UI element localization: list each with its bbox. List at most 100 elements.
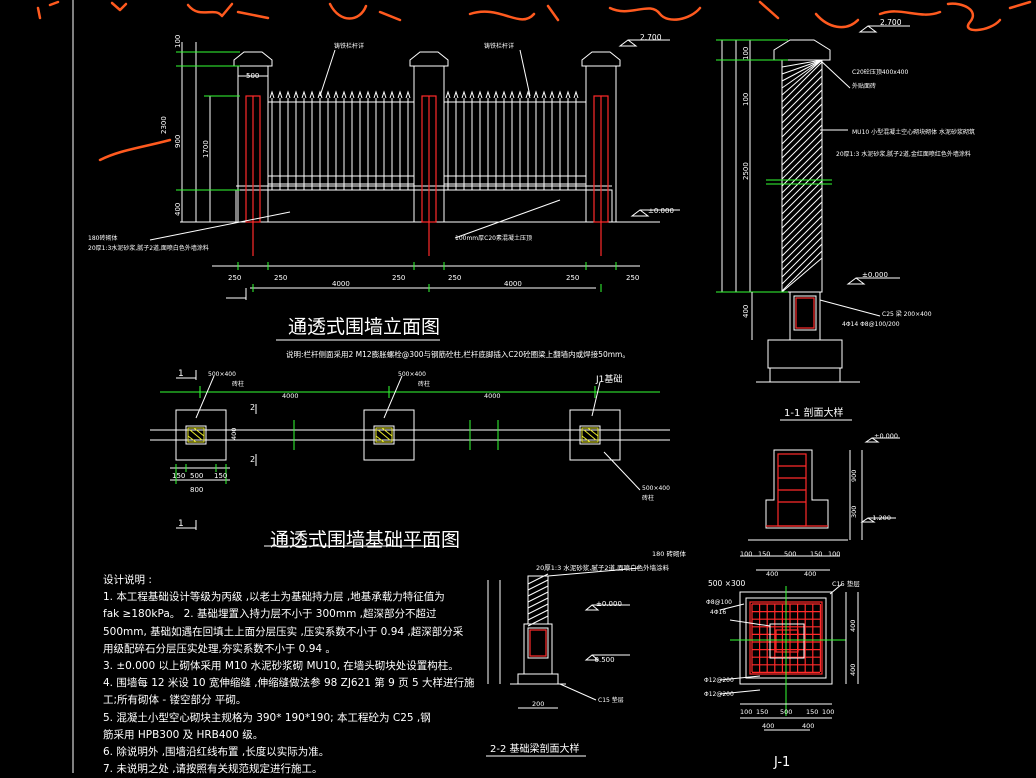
railing-label-a: 铸铁栏杆详 — [334, 42, 364, 50]
pier-hatch — [781, 59, 823, 293]
hatch-line — [781, 145, 823, 187]
footing-section — [740, 437, 900, 571]
hatch-line — [781, 180, 823, 222]
foundation-plan-title: 通透式围墙基础平面图 — [270, 529, 460, 551]
note-line: 5. 混凝土小型空心砌块主规格为 390* 190*190; 本工程砼为 C25… — [103, 711, 431, 724]
railing-spike — [453, 90, 459, 99]
railing-spike — [317, 90, 323, 99]
hatch-line — [781, 103, 823, 145]
dim-400: 400 — [174, 203, 182, 216]
railing-spike — [549, 90, 555, 99]
hatch-line — [527, 573, 549, 585]
j1-title: J-1 — [773, 755, 790, 770]
dim-250-f: 250 — [626, 274, 639, 282]
hatch-line — [781, 215, 823, 257]
section-1-1-text: 2.700 C20砼压顶400x400 外贴面砖 MU10 小型混凝土空心砌块砌… — [742, 18, 975, 419]
hatch-line — [781, 89, 823, 131]
note-line: 500mm, 基础如遇在回填土上面分层压实 ,压实系数不小于 0.94 ,超深部… — [103, 625, 464, 638]
j1-dim-400b: 400 — [802, 722, 814, 730]
fs-dim-400b: 400 — [804, 570, 816, 578]
j1-dim-400d: 400 — [849, 664, 857, 676]
j1-rebar3: Φ12@200 — [704, 677, 734, 684]
pier-note: 外贴面砖 — [852, 82, 876, 90]
pier-right — [581, 51, 621, 256]
foundation-plan — [150, 370, 670, 547]
plan-dim-4000-b: 4000 — [484, 392, 501, 400]
mark-1-top: 1 — [178, 369, 184, 379]
elevation-text: 通透式围墙立面图 说明:栏杆侧面采用2 M12膨胀螺栓@300与钢筋砼柱,栏杆底… — [88, 33, 674, 359]
note-line: 筋采用 HPB300 及 HRB400 级。 — [103, 728, 264, 741]
hatch-line — [527, 585, 549, 597]
hatch-line — [781, 243, 823, 285]
hatch-line — [527, 603, 549, 615]
plan-dim-500: 500 — [190, 472, 203, 480]
railing-right — [445, 90, 579, 190]
s22-plaster: 20厚1:3 水泥砂浆,腻子2道,面喷白色外墙涂料 — [536, 563, 670, 572]
j1-dim-400a: 400 — [762, 722, 774, 730]
hatch-line — [527, 609, 549, 621]
railing-spike — [405, 90, 411, 99]
mu10-label: MU10 小型混凝土空心砌块砌体 水泥砂浆砌筑 — [852, 128, 975, 136]
fs-dim-900: 900 — [850, 470, 858, 482]
fs-dim-100a: 100 — [740, 550, 752, 558]
railing-spike — [477, 90, 483, 99]
hatch-line — [781, 187, 823, 229]
level-zero: ±0.000 — [648, 207, 674, 215]
fs-dim-150b: 150 — [810, 550, 822, 558]
fs-level-zero: ±0.000 — [874, 432, 898, 440]
plan-dim-150a: 150 — [172, 472, 185, 480]
fs-dim-300: 300 — [850, 506, 858, 518]
dim-250-a: 250 — [228, 274, 241, 282]
railing-spike — [565, 90, 571, 99]
section-2-2-text: 180 砖砌体 20厚1:3 水泥砂浆,腻子2道,面喷白色外墙涂料 ±0.000… — [490, 549, 686, 755]
railing-spike — [461, 90, 467, 99]
hatch-line — [781, 257, 823, 293]
section-2-2-hatch — [527, 573, 549, 627]
hatch-line — [781, 222, 823, 264]
hatch-line — [781, 59, 823, 96]
dim-4000-a: 4000 — [332, 280, 350, 288]
sec-level-zero: ±0.000 — [862, 271, 888, 279]
brick-label: 180砖砌体 — [88, 234, 117, 242]
sec-dim-2500: 2500 — [742, 162, 750, 180]
hatch-line — [781, 152, 823, 194]
dim-100: 100 — [174, 35, 182, 48]
sec-level-top: 2.700 — [880, 18, 902, 27]
railing-spike — [333, 90, 339, 99]
hatch-line — [781, 201, 823, 243]
rebar-label: 4Φ14 Φ8@100/200 — [842, 321, 900, 328]
dim-1700: 1700 — [202, 140, 210, 158]
note-line: 3. ±0.000 以上砌体采用 M10 水泥砂浆砌 MU10, 在墙头砌块处设… — [103, 660, 459, 673]
hatch-line — [781, 138, 823, 180]
railing-spike — [501, 90, 507, 99]
hatch-line — [781, 96, 823, 138]
note-line: 工;所有砌体 - 镂空部分 平砌。 — [103, 694, 247, 707]
handwritten-annotation — [36, 0, 1032, 162]
c25-label: C25 梁 200×400 — [882, 310, 932, 318]
plan-dim-4000-a: 4000 — [282, 392, 299, 400]
hatch-line — [781, 117, 823, 159]
hatch-line — [781, 250, 823, 292]
footing-section-text: ±0.000 -1.200 900 300 100 150 500 150 10… — [740, 432, 898, 578]
section-1-1 — [716, 25, 910, 421]
railing-spike — [573, 90, 579, 99]
j1-dim-150b: 150 — [806, 708, 818, 716]
railing-spike — [525, 90, 531, 99]
design-notes: 设计说明 : 1. 本工程基础设计等级为丙级 ,以老土为基础持力层 ,地基承载力… — [103, 572, 503, 778]
hatch-line — [781, 194, 823, 236]
note-line: 4. 围墙每 12 米设 10 宽伸缩缝 ,伸缩缝做法参 98 ZJ621 第 … — [103, 677, 475, 690]
railing-spike — [325, 90, 331, 99]
railing-spike — [557, 90, 563, 99]
col-label-2: 砖柱 — [418, 380, 430, 388]
cap-label: C20砼压顶400x400 — [852, 68, 908, 76]
elevation-drawing — [149, 39, 680, 341]
note-line: 1. 本工程基础设计等级为丙级 ,以老土为基础持力层 ,地基承载力特征值为 — [103, 591, 445, 604]
title-1-1: 1-1 剖面大样 — [784, 406, 844, 419]
plaster-label: 20厚1:3水泥砂浆,腻子2道,面喷白色外墙涂料 — [88, 244, 209, 252]
s22-c15: C15 垫层 — [598, 696, 624, 704]
fs-dim-500: 500 — [784, 550, 796, 558]
railing-spike — [277, 90, 283, 99]
hatch-line — [781, 82, 823, 124]
j1-dim-400c: 400 — [849, 620, 857, 632]
